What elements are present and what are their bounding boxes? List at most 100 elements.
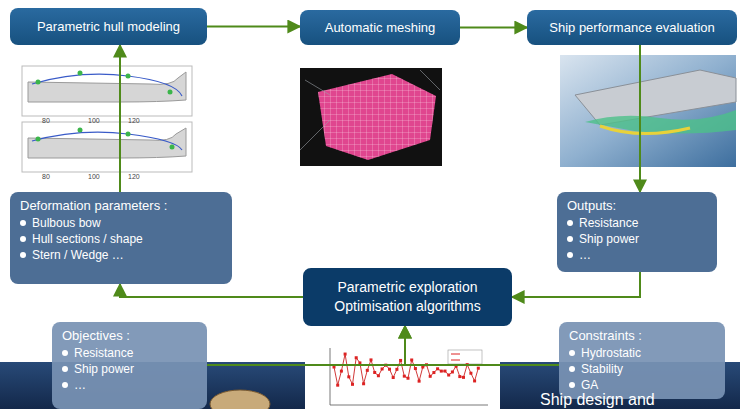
cfd-image [560,55,736,167]
bullet-item: Bulbous bow [20,215,222,231]
bullet-text: … [579,247,591,263]
plot-marker [381,367,384,370]
process-box: Parametric hull modeling [10,8,207,45]
spline-curve [32,132,182,150]
box-heading: Deformation parameters : [20,198,222,213]
plot-marker [355,356,358,359]
bullet-text: Ship power [74,361,134,377]
bullet-dot [20,252,26,258]
flow-arrow [120,284,303,297]
plot-legend-sample [451,354,460,360]
box-label: Parametric hull modeling [37,19,180,34]
plot-marker [351,383,354,386]
bullet-item: Resistance [62,345,197,361]
logo-image [210,390,270,409]
heading-text: Constraints : [569,328,642,343]
bullet-dot [20,236,26,242]
plot-marker [455,365,458,368]
box-heading: Outputs: [567,198,707,213]
bullet-text: GA [581,377,598,393]
hull-profile [28,72,186,102]
flow-arrow [512,272,640,297]
plot-marker [366,369,369,372]
sketch-frame [22,122,192,172]
heading-text: Deformation parameters : [20,198,167,213]
axis-tick: 100 [88,173,100,180]
flow-arrow [207,26,300,28]
sketch-frame [22,66,192,116]
text-stack: Deformation parameters : Bulbous bowHull … [20,198,222,263]
plot-marker [333,366,336,369]
plot-marker [451,370,454,373]
control-point [78,128,83,133]
bullet-text: Resistance [579,215,638,231]
bullet-item: GA [569,377,715,393]
plot-marker [370,358,373,361]
process-box: Ship performance evaluation [527,10,737,45]
axis-tick: 80 [42,117,50,124]
control-point [36,80,41,85]
box-label: Ship performance evaluation [549,20,715,35]
output-box: Outputs: ResistanceShip power… [557,192,717,272]
control-point [78,71,83,76]
bullet-text: … [74,377,86,393]
bullet-dot [569,350,575,356]
bullet-item: Stern / Wedge … [20,247,222,263]
bullet-text: Stability [581,361,623,377]
mesh-image [300,68,442,166]
hull-mesh [318,74,436,160]
bullet-text: Bulbous bow [32,215,101,231]
bullet-text: Ship power [579,231,639,247]
control-point [36,137,41,142]
plot-marker [469,372,472,375]
plot-marker [377,374,380,377]
heading-text: Objectives : [62,328,130,343]
plot-legend [448,350,482,364]
constraint-box: Constraints : HydrostaticStabilityGA [559,322,725,399]
wave-crest [600,126,690,134]
plot-marker [344,353,347,356]
plot-marker [388,368,391,371]
plot-marker [458,375,461,378]
mesh-background [300,68,442,166]
wave-field [585,110,736,134]
optimiser-box: Parametric exploration Optimisation algo… [303,268,512,326]
spline-curve [32,74,182,96]
bullet-item: … [567,247,707,263]
bullet-dot [567,252,573,258]
bullet-dot [569,366,575,372]
bullet-item: Stability [569,361,715,377]
mesh-grid [318,74,436,160]
bullet-dot [62,350,68,356]
bullet-item: Resistance [567,215,707,231]
axis-tick: 120 [128,173,140,180]
objective-box: Objectives : ResistanceShip power… [52,322,207,409]
plot-marker [432,371,435,374]
text-stack: Constraints : HydrostaticStabilityGA [569,328,715,393]
flow-arrow [207,326,405,365]
plot-marker [395,368,398,371]
process-box: Automatic meshing [300,10,460,45]
plot-marker [447,374,450,377]
control-point [126,74,131,79]
bullet-item: Ship power [62,361,197,377]
bullet-text: Hull sections / shape [32,231,143,247]
axis-tick: 100 [88,117,100,124]
bullet-dot [62,382,68,388]
plot-marker [336,384,339,387]
flow-arrow [119,45,121,192]
plot-marker [440,370,443,373]
plot-marker [407,377,410,380]
box-label: Automatic meshing [325,20,436,35]
history-plot [330,348,488,405]
bullet-text: Resistance [74,345,133,361]
box-heading: Constraints : [569,328,715,343]
bullet-text: Hydrostatic [581,345,641,361]
control-point [170,145,175,150]
medallion [210,390,270,409]
bullet-item: Hydrostatic [569,345,715,361]
plot-marker [358,361,361,364]
bullet-text: Stern / Wedge … [32,247,124,263]
heading-text: Outputs: [567,198,616,213]
